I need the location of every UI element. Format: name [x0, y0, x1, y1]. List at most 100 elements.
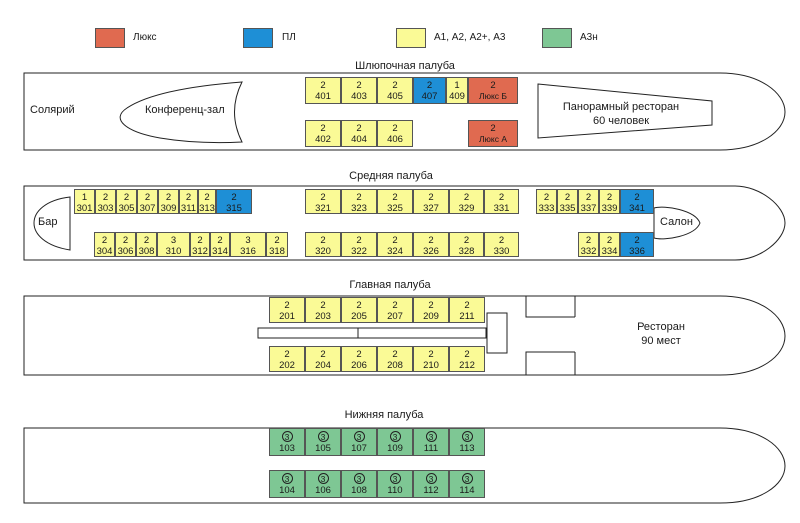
- cabin-number: 324: [387, 246, 403, 257]
- cabin-category: 2: [490, 80, 496, 91]
- panorama-restaurant-capacity: 60 человек: [592, 115, 650, 127]
- cabin-number: 330: [493, 246, 510, 257]
- cabin-category: 2: [101, 235, 108, 246]
- cabin-number: 333: [538, 203, 555, 214]
- cabin-category: 2: [320, 300, 326, 311]
- cabin-category: 3: [461, 473, 473, 484]
- cabin-number: 303: [97, 203, 114, 214]
- panorama-restaurant-label: Панорамный ресторан 60 человек: [546, 100, 696, 128]
- cabin-category: 3: [425, 473, 437, 484]
- cabin-category: 2: [428, 349, 434, 360]
- cabin-category: 3: [245, 235, 251, 246]
- cabin-category: 2: [197, 235, 203, 246]
- cabin-number: 336: [629, 246, 645, 257]
- cabin-number: 316: [240, 246, 256, 257]
- cabin-number: 401: [315, 91, 331, 102]
- cabin-category: 2: [356, 235, 362, 246]
- salon-shape: [653, 206, 701, 240]
- cabin-number: 332: [580, 246, 597, 257]
- cabin-number: 304: [96, 246, 113, 257]
- cabin-number: 315: [226, 203, 242, 214]
- cabin-number: 331: [493, 203, 510, 214]
- cabin-category: 3: [425, 431, 437, 442]
- cabin-category: 2: [606, 235, 613, 246]
- cabin-number: 111: [423, 443, 439, 454]
- cabin-category: 3: [317, 473, 329, 484]
- cabin-number: 323: [351, 203, 367, 214]
- conference-room-label: Конференц-зал: [145, 104, 225, 116]
- cabin-category: 3: [389, 431, 401, 442]
